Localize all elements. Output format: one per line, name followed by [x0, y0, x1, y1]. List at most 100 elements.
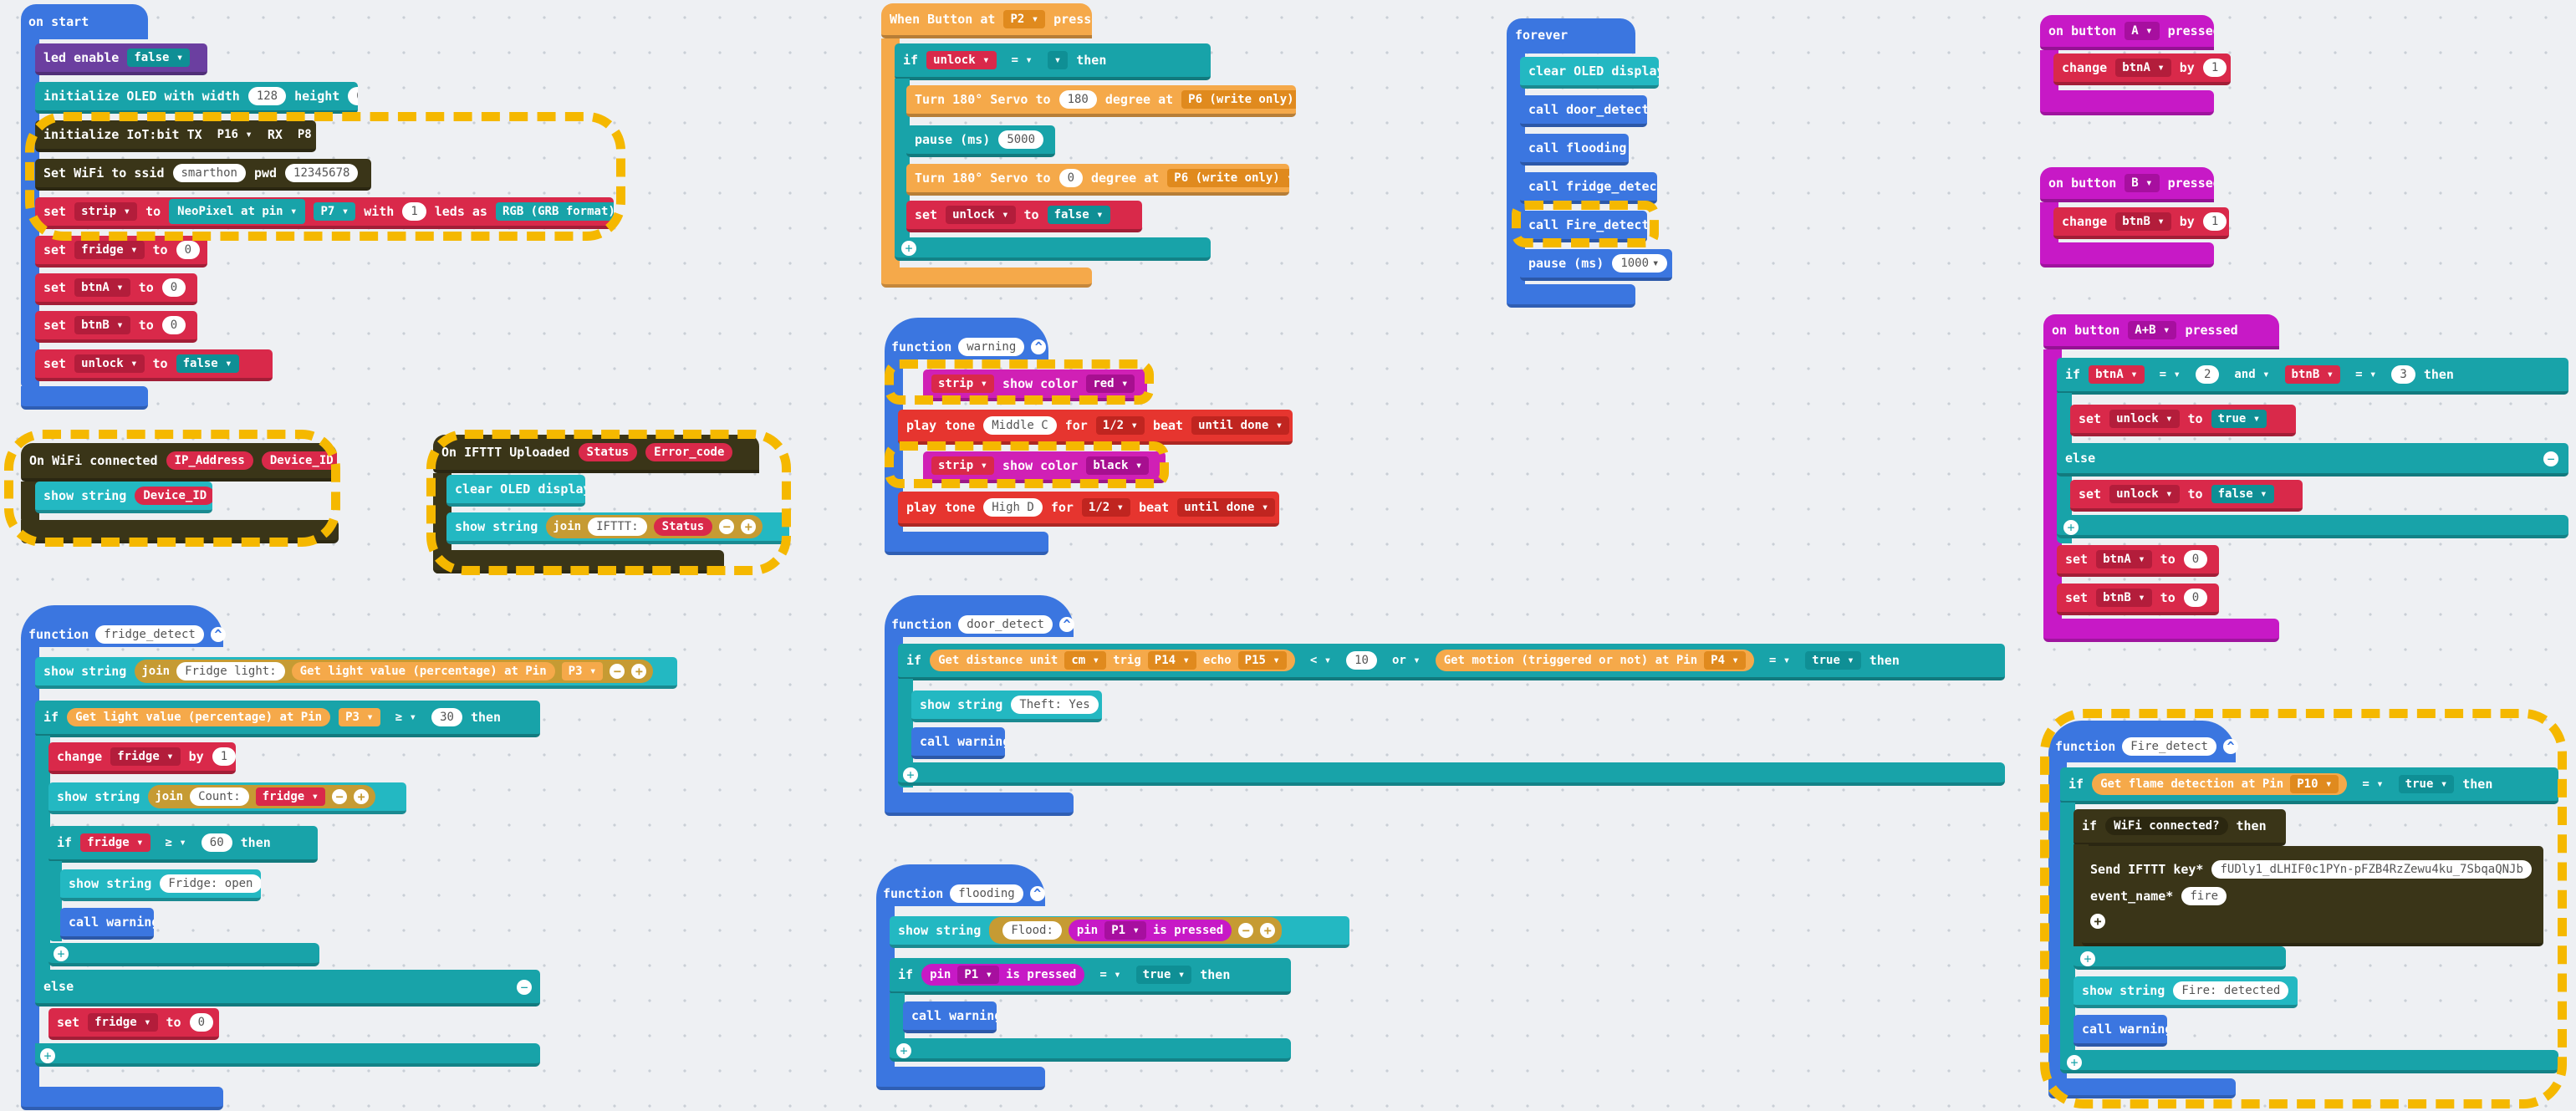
- until-done-dropdown[interactable]: until done: [1177, 498, 1276, 517]
- neopixel-pin-dropdown[interactable]: P7: [314, 202, 356, 221]
- led-count-input[interactable]: 1: [402, 202, 426, 221]
- get-light-block[interactable]: Get light value (percentage) at Pin: [67, 708, 331, 726]
- pin-dropdown[interactable]: P3: [561, 662, 604, 680]
- function-name-input[interactable]: Fire_detect: [2122, 737, 2216, 756]
- show-string-block[interactable]: show string Device_ID: [35, 482, 212, 513]
- set-unlock-block[interactable]: set unlock to false: [35, 349, 273, 381]
- threshold-input[interactable]: 60: [201, 833, 232, 852]
- join-block[interactable]: join IFTTT: Status − +: [546, 515, 763, 538]
- set-strip-block[interactable]: set strip to NeoPixel at pin P7 with 1 l…: [35, 197, 614, 229]
- send-ifttt-block[interactable]: Send IFTTT key* fUDly1_dLHIF0c1PYn-pFZB4…: [2082, 846, 2543, 946]
- text-input[interactable]: Fridge: open: [160, 874, 261, 893]
- add-else-icon[interactable]: +: [54, 946, 69, 961]
- btnb-reporter[interactable]: btnB: [2284, 365, 2341, 384]
- pause-block[interactable]: pause (ms) 1000▾: [1520, 249, 1672, 281]
- btna-variable-dropdown[interactable]: btnA: [2096, 550, 2152, 568]
- pause-ms-input[interactable]: 1000▾: [1612, 254, 1668, 273]
- init-oled-block[interactable]: initialize OLED with width 128 height 64: [35, 82, 358, 114]
- if-block[interactable]: if btnA = 2 and btnB = 3 then: [2057, 358, 2568, 395]
- add-else-icon[interactable]: +: [2080, 951, 2095, 966]
- unlock-variable-dropdown[interactable]: unlock: [2109, 485, 2180, 503]
- compare-operator-dropdown[interactable]: ≥: [159, 833, 193, 852]
- button-dropdown[interactable]: A: [2125, 22, 2160, 40]
- add-else-icon[interactable]: +: [901, 241, 916, 256]
- fridge-reporter[interactable]: fridge: [80, 833, 150, 852]
- show-string-block[interactable]: show string join IFTTT: Status − +: [446, 512, 789, 544]
- button-p2-hat[interactable]: When Button at P2 pressed: [881, 3, 1092, 38]
- compare-operator-dropdown[interactable]: =: [1005, 51, 1039, 69]
- show-string-block[interactable]: show string Flood: pin P1 is pressed − +: [890, 916, 1349, 948]
- color-dropdown[interactable]: black: [1086, 456, 1150, 475]
- unlock-value-dropdown[interactable]: false: [2211, 485, 2274, 503]
- clear-oled-block[interactable]: clear OLED display: [446, 475, 585, 507]
- wifi-ssid-input[interactable]: smarthon: [172, 164, 246, 182]
- set-btna-block[interactable]: set btnA to 0: [35, 273, 197, 305]
- servo-degree-input[interactable]: 180: [1058, 90, 1097, 109]
- button-ab-hat[interactable]: on button A+B pressed: [2043, 314, 2279, 349]
- wifi-connected-reporter[interactable]: WiFi connected?: [2105, 817, 2228, 835]
- text-input[interactable]: Count:: [190, 787, 249, 806]
- compare-operator-dropdown[interactable]: =: [1762, 651, 1797, 670]
- if-wifi-block[interactable]: if WiFi connected? then: [2074, 809, 2286, 846]
- button-dropdown[interactable]: A+B: [2128, 321, 2177, 339]
- btnb-variable-dropdown[interactable]: btnB: [2115, 212, 2171, 231]
- if-block[interactable]: if fridge ≥ 60 then: [48, 826, 318, 863]
- show-color-block[interactable]: strip show color black: [923, 451, 1166, 483]
- led-enable-block[interactable]: led enable false: [35, 43, 207, 75]
- remove-item-icon[interactable]: −: [610, 664, 625, 679]
- show-string-block[interactable]: show string join Fridge light: Get light…: [35, 657, 677, 689]
- set-btna-block[interactable]: set btnA to 0: [2057, 545, 2219, 577]
- call-warning-block[interactable]: call warning: [903, 1001, 997, 1033]
- strip-reporter[interactable]: strip: [931, 375, 995, 393]
- servo-pin-dropdown[interactable]: P6 (write only): [1181, 90, 1296, 109]
- call-door-detect-block[interactable]: call door_detect: [1520, 95, 1647, 127]
- neopixel-block[interactable]: NeoPixel at pin: [169, 199, 306, 224]
- unlock-value-dropdown[interactable]: false: [1047, 206, 1110, 224]
- add-else-icon[interactable]: +: [896, 1043, 911, 1058]
- btnb-variable-dropdown[interactable]: btnB: [74, 316, 130, 334]
- remove-item-icon[interactable]: −: [719, 519, 735, 534]
- change-value-input[interactable]: 1: [2202, 212, 2227, 231]
- iot-tx-dropdown[interactable]: P16: [211, 125, 259, 144]
- and-operator-dropdown[interactable]: and: [2227, 365, 2276, 384]
- color-dropdown[interactable]: red: [1086, 375, 1135, 393]
- show-color-block[interactable]: strip show color red: [923, 369, 1147, 401]
- if-block[interactable]: if pin P1 is pressed = true then: [890, 958, 1291, 995]
- status-reporter[interactable]: Status: [653, 517, 713, 536]
- show-string-block[interactable]: show string join Count: fridge − +: [48, 782, 406, 814]
- button-b-hat[interactable]: on button B pressed: [2040, 167, 2214, 202]
- add-item-icon[interactable]: +: [741, 519, 757, 534]
- led-enable-dropdown[interactable]: false: [127, 48, 191, 67]
- function-name-input[interactable]: flooding: [950, 884, 1023, 903]
- fridge-value-input[interactable]: 0: [176, 241, 201, 259]
- btna-value-input[interactable]: 0: [2183, 550, 2208, 568]
- compare-operator-dropdown[interactable]: =: [2355, 775, 2390, 793]
- play-tone-block[interactable]: play tone Middle C for 1/2 beat until do…: [898, 410, 1293, 445]
- on-start-hat[interactable]: [21, 4, 148, 39]
- call-fridge-detect-block[interactable]: call fridge_detect: [1520, 172, 1657, 204]
- pause-ms-input[interactable]: 5000: [998, 130, 1044, 149]
- button-a-hat[interactable]: on button A pressed: [2040, 15, 2214, 50]
- ifttt-text-input[interactable]: IFTTT:: [588, 517, 647, 536]
- add-field-icon[interactable]: +: [2090, 914, 2105, 929]
- text-input[interactable]: Fire: detected: [2173, 981, 2289, 1000]
- set-unlock-block[interactable]: set unlock to false: [2070, 480, 2303, 512]
- compare-operator-dropdown[interactable]: =: [1093, 966, 1127, 984]
- strip-reporter[interactable]: strip: [931, 456, 995, 475]
- button-pin-dropdown[interactable]: P2: [1003, 10, 1046, 28]
- beat-dropdown[interactable]: 1/2: [1081, 498, 1131, 517]
- btnb-value-input[interactable]: 0: [161, 316, 186, 334]
- add-item-icon[interactable]: +: [1260, 923, 1276, 938]
- collapse-icon[interactable]: ^: [1058, 617, 1074, 632]
- pin-pressed-block[interactable]: pin P1 is pressed: [1068, 920, 1232, 941]
- function-name-input[interactable]: door_detect: [958, 615, 1053, 634]
- if-block[interactable]: if Get distance unit cm trig P14 echo P1…: [898, 644, 2005, 680]
- text-input[interactable]: Flood:: [1002, 921, 1062, 940]
- pin-dropdown[interactable]: P1: [1104, 921, 1146, 940]
- function-name-input[interactable]: fridge_detect: [95, 625, 204, 644]
- boolean-dropdown[interactable]: [1047, 51, 1069, 69]
- fridge-variable-dropdown[interactable]: fridge: [74, 241, 145, 259]
- echo-pin-dropdown[interactable]: P15: [1237, 651, 1287, 670]
- fridge-reporter[interactable]: fridge: [255, 787, 326, 806]
- show-string-block[interactable]: show string Theft: Yes: [911, 691, 1102, 722]
